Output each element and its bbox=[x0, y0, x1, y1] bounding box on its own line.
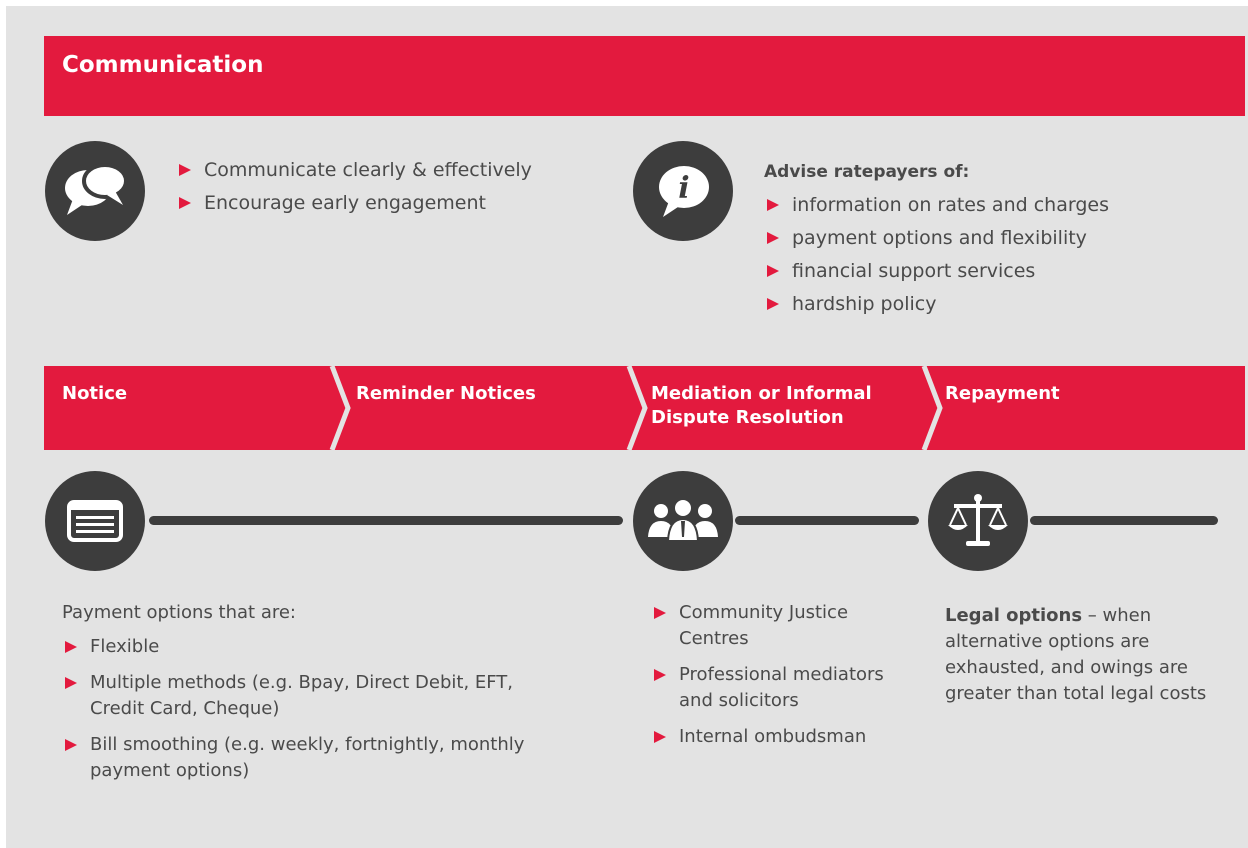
list-item: Professional mediators and solicitors bbox=[651, 662, 896, 714]
list-item: Flexible bbox=[62, 634, 562, 660]
legal-options-label: Legal options bbox=[945, 605, 1083, 626]
list-item: Bill smoothing (e.g. weekly, fortnightly… bbox=[62, 732, 562, 784]
stage-notice-label: Notice bbox=[62, 383, 128, 404]
advise-list: information on rates and charges payment… bbox=[764, 192, 1109, 324]
list-item: Encourage early engagement bbox=[176, 190, 532, 216]
list-item: Communicate clearly & effectively bbox=[176, 157, 532, 183]
payment-card-icon bbox=[45, 471, 145, 571]
payment-intro: Payment options that are: bbox=[62, 602, 296, 623]
advise-title: Advise ratepayers of: bbox=[764, 162, 970, 182]
communication-list: Communicate clearly & effectively Encour… bbox=[176, 157, 532, 223]
list-item: payment options and flexibility bbox=[764, 225, 1109, 251]
mediation-list: Community Justice Centres Professional m… bbox=[651, 600, 896, 760]
payment-list: Flexible Multiple methods (e.g. Bpay, Di… bbox=[62, 634, 562, 794]
stage-reminder-label: Reminder Notices bbox=[356, 383, 536, 404]
legal-options-description: – when alternative options are exhausted… bbox=[945, 605, 1207, 704]
people-group-icon bbox=[633, 471, 733, 571]
timeline-line bbox=[149, 516, 623, 525]
stage-separators bbox=[329, 366, 943, 450]
communication-header: Communication bbox=[44, 36, 1245, 116]
list-item: Internal ombudsman bbox=[651, 724, 896, 750]
timeline-line bbox=[735, 516, 919, 525]
page-title: Communication bbox=[62, 52, 264, 78]
scales-of-justice-icon bbox=[928, 471, 1028, 571]
legal-options-text: Legal options – when alternative options… bbox=[945, 603, 1207, 707]
list-item: Multiple methods (e.g. Bpay, Direct Debi… bbox=[62, 670, 562, 722]
list-item: Community Justice Centres bbox=[651, 600, 896, 652]
list-item: hardship policy bbox=[764, 291, 1109, 317]
list-item: financial support services bbox=[764, 258, 1109, 284]
list-item: information on rates and charges bbox=[764, 192, 1109, 218]
stage-repayment-label: Repayment bbox=[945, 383, 1060, 404]
info-bubble-icon: i bbox=[633, 141, 733, 241]
process-stages: Notice Reminder Notices Mediation or Inf… bbox=[44, 366, 1245, 450]
timeline-line bbox=[1030, 516, 1218, 525]
speech-bubbles-icon bbox=[45, 141, 145, 241]
svg-text:i: i bbox=[678, 171, 689, 206]
infographic-panel: Communication Communicate clearly & effe… bbox=[6, 6, 1248, 848]
stage-mediation-label: Mediation or Informal Dispute Resolution bbox=[651, 383, 872, 428]
